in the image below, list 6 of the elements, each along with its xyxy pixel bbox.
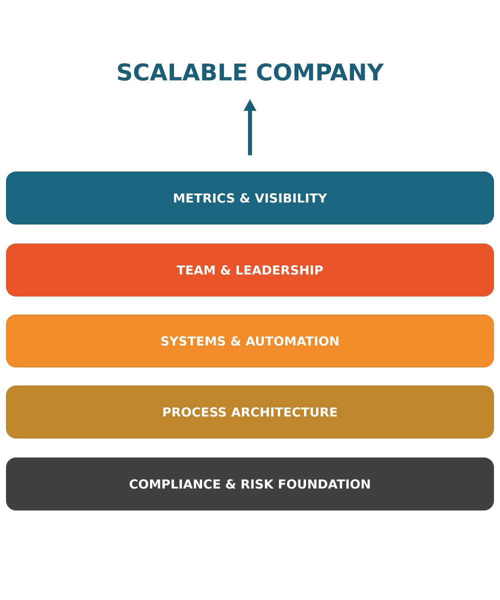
layer-bar: COMPLIANCE & RISK FOUNDATION xyxy=(6,458,494,510)
layer-bar: PROCESS ARCHITECTURE xyxy=(6,386,494,438)
layer-bar: METRICS & VISIBILITY xyxy=(6,172,494,224)
title: SCALABLE COMPANY xyxy=(118,63,384,81)
layer-bar: SYSTEMS & AUTOMATION xyxy=(6,314,494,368)
layer-bar: TEAM & LEADERSHIP xyxy=(6,244,494,296)
